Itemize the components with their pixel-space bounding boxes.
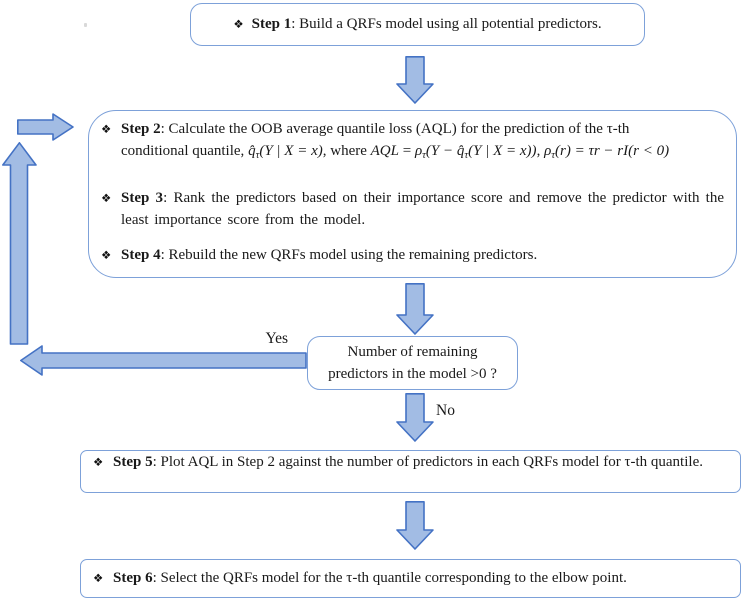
step5-box: ❖ Step 5: Plot AQL in Step 2 against the… <box>80 450 741 493</box>
yes-label: Yes <box>265 330 288 347</box>
loop-arrow-left-from-decision <box>20 345 307 376</box>
step3-text: Step 3: Rank the predictors based on the… <box>121 190 724 228</box>
step2-bullet-icon: ❖ <box>101 122 112 136</box>
loop-arrow-right-into-step2 <box>17 113 74 141</box>
no-label: No <box>436 402 455 419</box>
decision-box: Number of remaining predictors in the mo… <box>307 336 518 390</box>
step4-label: Step 4 <box>121 247 161 263</box>
step4-paragraph: ❖ Step 4: Rebuild the new QRFs model usi… <box>101 245 732 267</box>
step6-box: ❖ Step 6: Select the QRFs model for the … <box>80 559 741 598</box>
arrow-down-decision-to-step5 <box>396 393 434 442</box>
stray-mark <box>84 23 87 27</box>
step5-text: Step 5: Plot AQL in Step 2 against the n… <box>113 454 703 470</box>
step3-label: Step 3 <box>121 190 164 206</box>
step4-text: Step 4: Rebuild the new QRFs model using… <box>121 247 538 263</box>
step2-paragraph: ❖ Step 2: Calculate the OOB average quan… <box>101 119 732 166</box>
arrow-down-step5-to-step6 <box>396 501 434 550</box>
step2-text: Step 2: Calculate the OOB average quanti… <box>121 121 670 161</box>
arrow-down-step4-to-decision <box>396 283 434 335</box>
step5-bullet-icon: ❖ <box>93 455 104 469</box>
decision-line2: predictors in the model >0 ? <box>328 365 497 382</box>
steps-2-3-4-box: ❖ Step 2: Calculate the OOB average quan… <box>88 110 737 278</box>
step6-bullet-icon: ❖ <box>93 570 104 585</box>
step2-label: Step 2 <box>121 121 161 137</box>
step6-paragraph: ❖ Step 6: Select the QRFs model for the … <box>93 568 732 590</box>
step4-bullet-icon: ❖ <box>101 248 112 262</box>
decision-line1: Number of remaining <box>347 344 478 360</box>
step2-formula: conditional quantile, q̂τ(Y | X = x), wh… <box>121 142 670 161</box>
step1-box: ❖ Step 1: Build a QRFs model using all p… <box>190 3 645 46</box>
step5-label: Step 5 <box>113 454 153 470</box>
step5-paragraph: ❖ Step 5: Plot AQL in Step 2 against the… <box>93 452 732 474</box>
arrow-down-step1-to-step2 <box>396 56 434 104</box>
step6-label: Step 6 <box>113 569 153 586</box>
step1-text: Step 1: Build a QRFs model using all pot… <box>251 15 602 32</box>
step3-paragraph: ❖ Step 3: Rank the predictors based on t… <box>101 188 732 231</box>
step6-text: Step 6: Select the QRFs model for the τ-… <box>113 569 627 586</box>
loop-arrow-up <box>2 142 37 345</box>
step1-label: Step 1 <box>251 15 292 32</box>
step3-bullet-icon: ❖ <box>101 191 112 205</box>
step1-bullet-icon: ❖ <box>233 17 244 31</box>
